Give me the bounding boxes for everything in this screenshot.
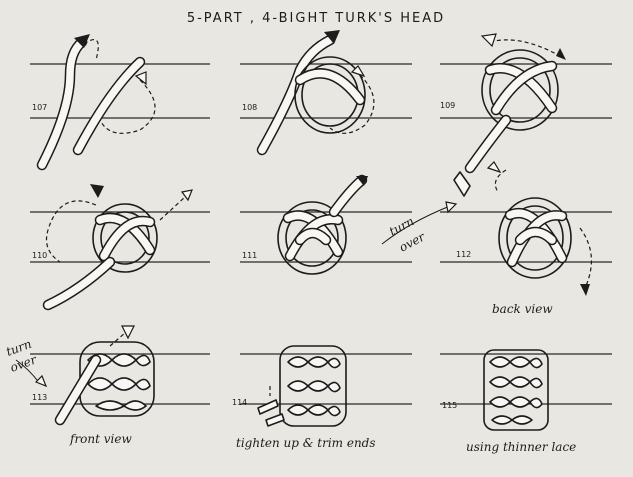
direction-arrow bbox=[134, 71, 147, 86]
step-number: 110 bbox=[32, 251, 47, 260]
direction-arrow bbox=[180, 189, 193, 202]
step-number: 114 bbox=[232, 398, 247, 407]
step-107: 107 bbox=[30, 34, 210, 171]
turn-over-arrow bbox=[381, 205, 451, 245]
step-caption: front view bbox=[69, 432, 132, 446]
step-caption: back view bbox=[492, 302, 553, 316]
path-guide-dashed bbox=[489, 39, 561, 57]
pull-arrow bbox=[580, 284, 590, 296]
pull-arrow bbox=[356, 176, 368, 186]
lace-end bbox=[453, 171, 471, 197]
path-guide-dashed bbox=[329, 74, 375, 134]
lace-loop bbox=[277, 201, 347, 275]
path-guide-dashed bbox=[109, 331, 127, 347]
step-109: 109 bbox=[440, 33, 612, 174]
path-guide-dashed bbox=[45, 200, 97, 263]
direction-arrow bbox=[480, 33, 497, 48]
step-111: 111 bbox=[240, 174, 412, 275]
trimmed-end bbox=[257, 399, 279, 415]
step-caption: tighten up & trim ends bbox=[236, 436, 376, 450]
path-guide-dashed bbox=[494, 169, 507, 193]
braid-pattern bbox=[287, 356, 341, 417]
path-guide-dashed bbox=[579, 227, 593, 289]
pull-arrow bbox=[324, 30, 340, 44]
direction-arrow bbox=[121, 325, 135, 340]
step-number: 109 bbox=[440, 101, 455, 110]
step-number: 107 bbox=[32, 103, 47, 112]
step-108: 108 bbox=[240, 30, 412, 156]
pull-arrow bbox=[74, 34, 90, 48]
pull-arrow bbox=[556, 48, 566, 60]
trimmed-end bbox=[265, 413, 285, 427]
step-number: 111 bbox=[242, 251, 257, 260]
step-number: 108 bbox=[242, 103, 257, 112]
path-guide-dashed bbox=[159, 195, 187, 221]
diagram-title: 5-PART , 4-BIGHT TURK'S HEAD bbox=[187, 11, 445, 26]
step-number: 113 bbox=[32, 393, 47, 402]
step-113: 113 turn over front view bbox=[4, 325, 210, 446]
lace-loop bbox=[481, 49, 559, 131]
lace-loop bbox=[498, 197, 572, 279]
direction-arrow bbox=[350, 65, 366, 78]
braid-pattern bbox=[489, 356, 543, 425]
step-114: 114 tighten up & trim ends bbox=[232, 345, 412, 450]
step-number: 112 bbox=[456, 250, 471, 259]
lace-loop bbox=[294, 56, 366, 134]
pull-arrow bbox=[90, 184, 104, 198]
step-112: 112 turn over back view bbox=[381, 161, 612, 316]
path-guide-dashed bbox=[83, 39, 99, 61]
step-110: 110 bbox=[30, 184, 210, 311]
path-guide-dashed bbox=[99, 79, 156, 134]
lace-loop bbox=[92, 203, 158, 273]
knot-body bbox=[483, 349, 549, 431]
knot-body bbox=[279, 345, 347, 427]
step-caption: using thinner lace bbox=[466, 440, 576, 454]
step-number: 115 bbox=[442, 401, 457, 410]
direction-arrow bbox=[486, 161, 502, 174]
step-115: 115 using thinner lace bbox=[440, 349, 612, 454]
